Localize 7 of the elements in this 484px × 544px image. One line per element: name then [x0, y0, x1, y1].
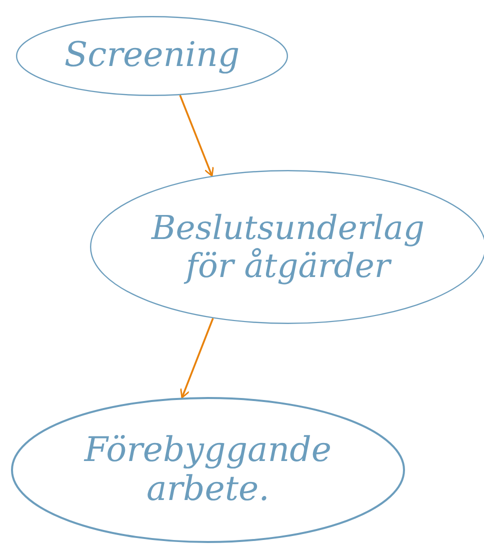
- ellipse-node: [16, 16, 288, 96]
- arrow: [180, 318, 214, 398]
- node-label: Beslutsunderlag för åtgärder: [150, 209, 426, 285]
- node-label: Screening: [64, 36, 240, 76]
- ellipse-node: [11, 397, 405, 543]
- node-label: Förebyggande arbete.: [82, 430, 333, 510]
- arrow: [179, 94, 214, 177]
